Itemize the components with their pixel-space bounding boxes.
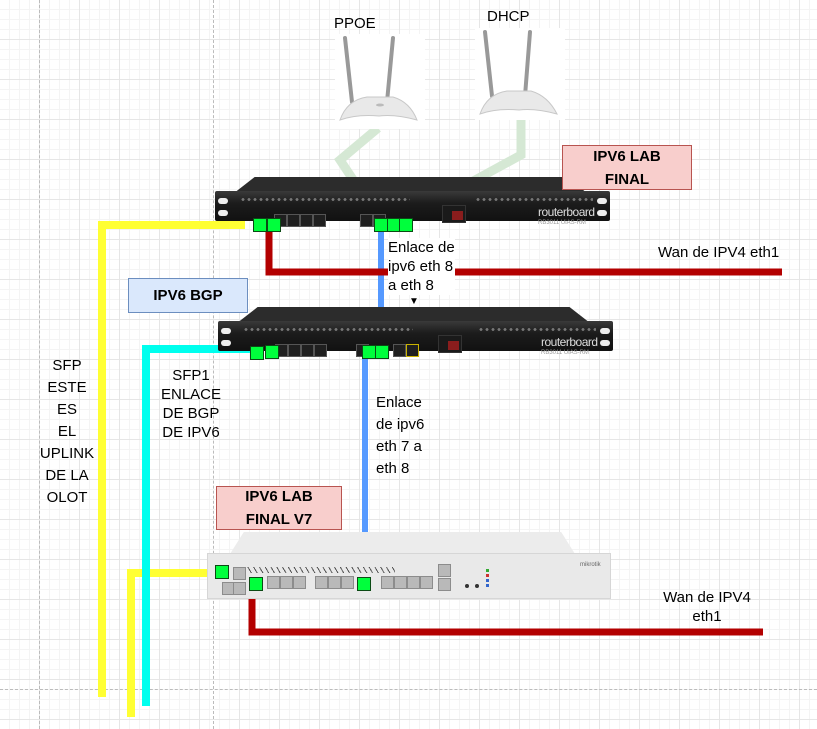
tag-line: FINAL — [604, 170, 650, 188]
arrow-down-icon: ▼ — [409, 296, 419, 307]
label-line: DE IPV6 — [162, 424, 220, 441]
guide-line — [0, 689, 817, 690]
wan-line-bottom — [248, 585, 763, 636]
label-line: de ipv6 — [376, 416, 425, 433]
port-sfp1-marker[interactable] — [250, 346, 264, 360]
brand-text: routerboard — [538, 205, 595, 219]
sfp-uplink-label: SFP ESTE ES EL UPLINK DE LA OLOT — [38, 355, 96, 509]
tag-ipv6-lab-final: IPV6 LAB FINAL — [562, 145, 692, 190]
tag-ipv6-lab-final-v7: IPV6 LAB FINAL V7 — [216, 486, 342, 530]
ccr-router[interactable]: mikrotik — [205, 527, 613, 599]
label-line: UPLINK — [39, 445, 95, 462]
brand-text: mikrotik — [580, 562, 601, 568]
label-line: SFP — [52, 357, 82, 374]
label-line: Wan de IPV4 — [663, 589, 751, 606]
pppoe-label: PPOE — [334, 15, 376, 32]
port-eth1-marker[interactable] — [267, 218, 281, 232]
port-eth8-marker[interactable] — [375, 345, 389, 359]
wan-line-top — [265, 228, 782, 276]
guide-line — [39, 0, 40, 729]
label-line: OLOT — [46, 489, 88, 506]
label-line: ENLACE — [160, 386, 222, 403]
link-bottom-label: Enlace de ipv6 eth 7 a eth 8 — [376, 392, 424, 480]
port-eth8-marker[interactable] — [374, 218, 388, 232]
sfp-uplink-line-ccr — [127, 569, 220, 717]
label-line: Enlace — [376, 394, 422, 411]
label-line: ipv6 eth 8 — [388, 258, 454, 275]
port-eth8-marker[interactable] — [357, 577, 371, 591]
pppoe-router[interactable] — [335, 34, 425, 129]
label-line: SFP1 — [172, 367, 210, 384]
port-eth1-marker[interactable] — [265, 345, 279, 359]
label-line: EL — [57, 423, 77, 440]
tag-line: FINAL V7 — [245, 511, 313, 528]
tag-line: IPV6 LAB — [593, 147, 661, 165]
sfp1-bgp-label: SFP1 ENLACE DE BGP DE IPV6 — [152, 366, 230, 442]
label-line: Enlace de — [388, 239, 455, 256]
model-text: RB3011 UiAS-RM — [541, 350, 589, 356]
label-line: eth 8 — [376, 460, 410, 477]
model-text: RB3011 UiAS-RM — [538, 220, 586, 226]
brand-text: routerboard — [541, 335, 598, 349]
label-line: ESTE ES — [47, 379, 87, 418]
wifi-router-icon — [479, 30, 558, 115]
label-line: eth 7 a — [376, 438, 422, 455]
port-eth10-marker[interactable] — [399, 218, 413, 232]
port-eth7-marker[interactable] — [362, 345, 376, 359]
wifi-router-icon — [339, 36, 418, 121]
sfp-uplink-line — [98, 221, 245, 697]
wan-top-label: Wan de IPV4 eth1 — [658, 244, 780, 261]
dhcp-router[interactable] — [475, 28, 565, 120]
port-eth1-marker[interactable] — [249, 577, 263, 591]
dhcp-label: DHCP — [487, 8, 530, 25]
link-top-label: Enlace de ipv6 eth 8 a eth 8 — [388, 238, 455, 295]
tag-line: IPV6 LAB — [245, 488, 313, 505]
port-sfp-marker[interactable] — [215, 565, 229, 579]
label-line: eth1 — [692, 608, 722, 625]
guide-line — [213, 0, 214, 729]
label-line: DE BGP — [162, 405, 220, 422]
wan-bottom-label: Wan de IPV4 eth1 — [652, 588, 762, 626]
port-sfp-marker[interactable] — [253, 218, 267, 232]
label-line: a eth 8 — [388, 277, 434, 294]
routerboard-top[interactable]: routerboard RB3011 UiAS-RM — [210, 177, 615, 237]
routerboard-mid[interactable]: routerboard RB3011 UiAS-RM — [213, 307, 618, 367]
label-line: DE LA — [45, 467, 89, 484]
tag-ipv6-bgp: IPV6 BGP — [128, 278, 248, 313]
